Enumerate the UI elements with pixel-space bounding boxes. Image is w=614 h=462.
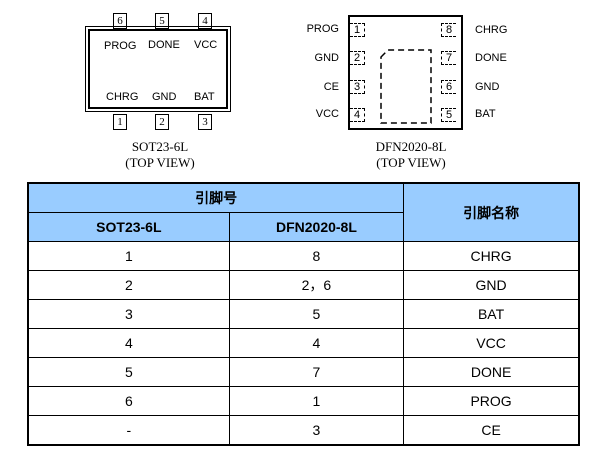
dfn-package-body	[348, 15, 463, 130]
dfn-label-chrg: CHRG	[475, 24, 508, 36]
cell-sot23: 1	[27, 241, 230, 271]
sot-pin-4: 4	[198, 13, 212, 29]
sot-package-body	[85, 26, 231, 112]
dfn-label-prog: PROG	[306, 23, 339, 35]
dfn-view-label: (TOP VIEW)	[376, 155, 446, 170]
cell-dfn: 2，6	[228, 270, 405, 300]
sot-label-gnd: GND	[152, 91, 177, 103]
cell-dfn: 3	[228, 415, 405, 446]
cell-pin-name: CE	[403, 415, 580, 446]
sot-caption: SOT23-6L	[131, 139, 189, 154]
cell-dfn: 4	[228, 328, 405, 358]
sot-pin-5: 5	[155, 13, 169, 29]
dfn-pin-5: 5	[441, 108, 456, 122]
cell-pin-name: VCC	[403, 328, 580, 358]
cell-pin-name: CHRG	[403, 241, 580, 271]
dfn-label-gnd2: GND	[475, 81, 500, 93]
dfn-pin-4: 4	[350, 108, 365, 122]
sot-label-vcc: VCC	[194, 39, 218, 51]
sot-pin-1: 1	[113, 114, 127, 130]
cell-pin-name: GND	[403, 270, 580, 300]
cell-dfn: 8	[228, 241, 405, 271]
header-pin-number: 引脚号	[27, 182, 405, 213]
cell-pin-name: PROG	[403, 386, 580, 416]
dfn-pin-1: 1	[350, 23, 365, 37]
dfn-pin-8: 8	[441, 23, 456, 37]
cell-sot23: 4	[27, 328, 230, 358]
header-dfn: DFN2020-8L	[228, 212, 405, 242]
cell-sot23: 2	[27, 270, 230, 300]
sot-pin-2: 2	[155, 114, 169, 130]
dfn-label-vcc: VCC	[315, 108, 339, 120]
dfn-label-bat: BAT	[475, 108, 496, 120]
dfn-pin-3: 3	[350, 80, 365, 94]
header-pin-name: 引脚名称	[403, 182, 580, 242]
dfn-caption: DFN2020-8L	[375, 139, 447, 154]
sot-label-done: DONE	[148, 39, 180, 51]
cell-dfn: 5	[228, 299, 405, 329]
sot-label-bat: BAT	[194, 91, 215, 103]
sot-pin-3: 3	[198, 114, 212, 130]
cell-sot23: -	[27, 415, 230, 446]
cell-pin-name: DONE	[403, 357, 580, 387]
dfn-pin-6: 6	[441, 80, 456, 94]
cell-pin-name: BAT	[403, 299, 580, 329]
cell-dfn: 1	[228, 386, 405, 416]
cell-sot23: 3	[27, 299, 230, 329]
dfn-label-done: DONE	[475, 52, 507, 64]
sot-label-prog: PROG	[104, 40, 137, 52]
cell-sot23: 6	[27, 386, 230, 416]
sot-label-chrg: CHRG	[106, 91, 139, 103]
sot-pin-6: 6	[113, 13, 127, 29]
sot-view-label: (TOP VIEW)	[125, 155, 195, 170]
cell-sot23: 5	[27, 357, 230, 387]
header-sot23: SOT23-6L	[27, 212, 230, 242]
dfn-pin-2: 2	[350, 51, 365, 65]
dfn-label-gnd: GND	[314, 52, 339, 64]
dfn-label-ce: CE	[323, 81, 339, 93]
dfn-pin-7: 7	[441, 51, 456, 65]
cell-dfn: 7	[228, 357, 405, 387]
